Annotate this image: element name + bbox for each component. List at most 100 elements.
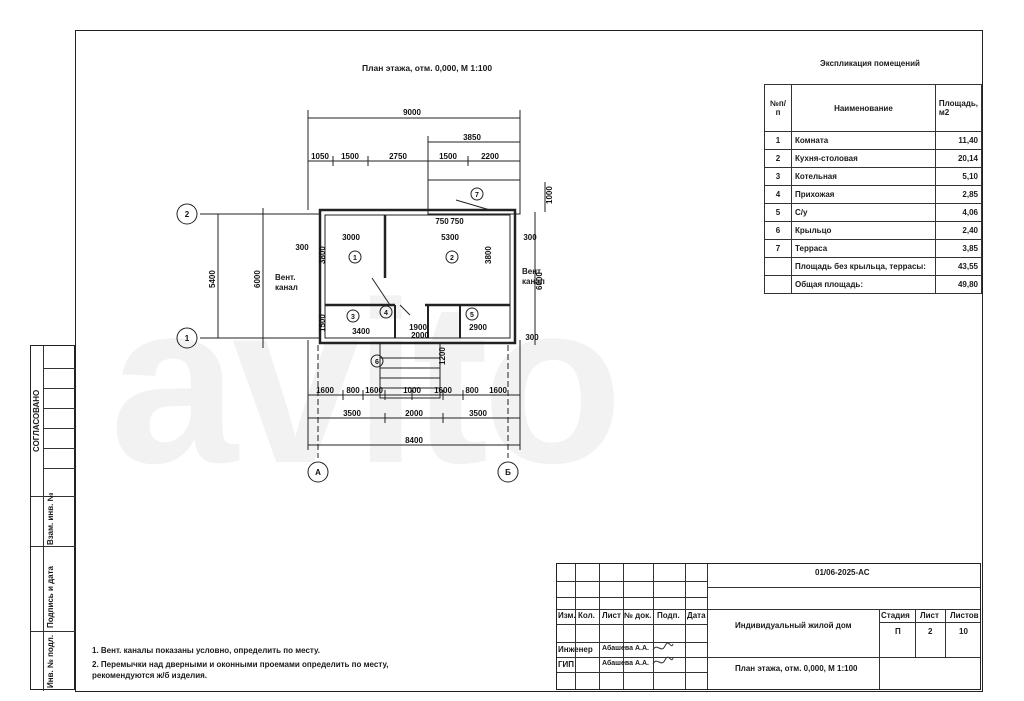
floor-plan: 9000 3850 1050 1500 2750 1500 2200 1600 …: [176, 108, 554, 483]
dim-left-3800: 3800: [318, 246, 327, 264]
dim-bot-1600a: 1600: [316, 386, 334, 395]
expl-row-num: 5: [764, 203, 792, 222]
dim-left-1500: 1500: [318, 314, 327, 332]
room-6: 6: [375, 359, 379, 366]
dim-inner-1200: 1200: [438, 347, 447, 365]
dim-top-1500a: 1500: [341, 152, 359, 161]
expl-header-area: Площадь, м2: [934, 84, 983, 132]
dim-left-300: 300: [295, 243, 309, 252]
expl-row-area: 20,14: [934, 149, 983, 168]
axis-1: 1: [185, 334, 190, 343]
room-4: 4: [384, 310, 388, 317]
dim-bot-800a: 800: [346, 386, 360, 395]
dim-inner-2900: 2900: [469, 323, 487, 332]
expl-row-num: 6: [764, 221, 792, 240]
stamp-sheets-value: 10: [959, 627, 968, 636]
dim-top-2750: 2750: [389, 152, 407, 161]
expl-row-num: 1: [764, 131, 792, 150]
expl-row-num: 3: [764, 167, 792, 186]
stamp-sheet-header: Лист: [920, 611, 939, 620]
expl-header-num: №п/п: [764, 84, 792, 132]
plan-title: План этажа, отм. 0,000, М 1:100: [362, 63, 493, 73]
expl-row-area: 2,85: [934, 185, 983, 204]
side-stamp: [30, 345, 76, 691]
stamp-col-sign: Подп.: [657, 611, 680, 620]
note-2: 2. Перемычки над дверными и оконными про…: [92, 660, 389, 669]
expl-total-area: 49,80: [934, 275, 983, 294]
expl-header-name: Наименование: [791, 84, 936, 132]
stamp-project: Индивидуальный жилой дом: [735, 621, 852, 630]
stamp-col-doc: № док.: [624, 611, 652, 620]
stamp-sheet-value: 2: [928, 627, 933, 636]
title-block: [556, 563, 981, 690]
expl-row-area: 2,40: [934, 221, 983, 240]
expl-row-area: 5,10: [934, 167, 983, 186]
room-1: 1: [353, 255, 357, 262]
dim-left-6000: 6000: [253, 270, 262, 288]
note-1: 1. Вент. каналы показаны условно, опреде…: [92, 646, 320, 655]
dim-inner-750b: 750: [450, 217, 464, 226]
dim-right-6000: 6000: [535, 272, 544, 290]
dim-bot-800b: 800: [465, 386, 479, 395]
expl-row-num: 4: [764, 185, 792, 204]
axis-2: 2: [185, 210, 190, 219]
dim-bot-3500a: 3500: [343, 409, 361, 418]
expl-row-name: Прихожая: [791, 185, 936, 204]
drawing-frame: [75, 30, 983, 692]
dim-top-1050: 1050: [311, 152, 329, 161]
expl-row-num: 7: [764, 239, 792, 258]
dim-left-5400: 5400: [208, 270, 217, 288]
dim-inner-750a: 750: [435, 217, 449, 226]
side-label-replace-inv: Взам. инв. №: [46, 492, 55, 546]
vent-label-right: Вент. канал: [522, 267, 545, 286]
stamp-role-gip: ГИП: [558, 660, 575, 669]
room-3: 3: [351, 314, 355, 321]
dim-bot-1600c: 1600: [434, 386, 452, 395]
dim-inner-3400: 3400: [352, 327, 370, 336]
dim-bot-2000: 2000: [405, 409, 423, 418]
dim-right-300b: 300: [525, 333, 539, 342]
expl-row-area: 11,40: [934, 131, 983, 150]
side-label-agreed: СОГЛАСОВАНО: [32, 389, 41, 452]
stamp-col-list: Лист: [602, 611, 621, 620]
expl-row-name: Комната: [791, 131, 936, 150]
axis-b: Б: [505, 468, 511, 477]
side-label-sign-date: Подпись и дата: [46, 566, 55, 628]
dim-inner-1900: 1900: [409, 323, 427, 332]
axis-a: А: [315, 468, 321, 477]
dim-right-300a: 300: [523, 233, 537, 242]
expl-row-area: 3,85: [934, 239, 983, 258]
expl-row-name: Терраса: [791, 239, 936, 258]
stamp-code: 01/06-2025-АС: [815, 568, 870, 577]
stamp-col-kol: Кол.: [578, 611, 595, 620]
dim-bot-3500b: 3500: [469, 409, 487, 418]
vent-label-left: Вент. канал: [275, 273, 298, 292]
expl-total-name: Общая площадь:: [791, 275, 936, 294]
dim-top-2200: 2200: [481, 152, 499, 161]
dim-bot-1600d: 1600: [489, 386, 507, 395]
dim-bot-8400: 8400: [405, 436, 423, 445]
dim-inner-3800: 3800: [484, 246, 493, 264]
stamp-col-izm: Изм.: [558, 611, 576, 620]
room-2: 2: [450, 255, 454, 262]
room-7: 7: [475, 192, 479, 199]
dim-top-3850: 3850: [463, 133, 481, 142]
dim-right-1000: 1000: [545, 186, 554, 204]
dim-top-9000: 9000: [403, 108, 421, 117]
dim-bot-1600b: 1600: [365, 386, 383, 395]
expl-row-area: 4,06: [934, 203, 983, 222]
side-label-inv-orig: Инв. № подл.: [46, 634, 55, 688]
dim-inner-2000: 2000: [411, 331, 429, 340]
stamp-stage-header: Стадия: [881, 611, 910, 620]
stamp-col-date: Дата: [687, 611, 706, 620]
stamp-sheet-title: План этажа, отм. 0,000, М 1:100: [735, 664, 858, 673]
room-5: 5: [470, 312, 474, 319]
explication-title: Экспликация помещений: [820, 59, 920, 68]
dim-inner-3000: 3000: [342, 233, 360, 242]
expl-row-num: 2: [764, 149, 792, 168]
dim-bot-1000: 1000: [403, 386, 421, 395]
signature-engineer: [652, 642, 674, 665]
stamp-role-engineer: Инженер: [558, 645, 593, 654]
expl-row-name: Крыльцо: [791, 221, 936, 240]
